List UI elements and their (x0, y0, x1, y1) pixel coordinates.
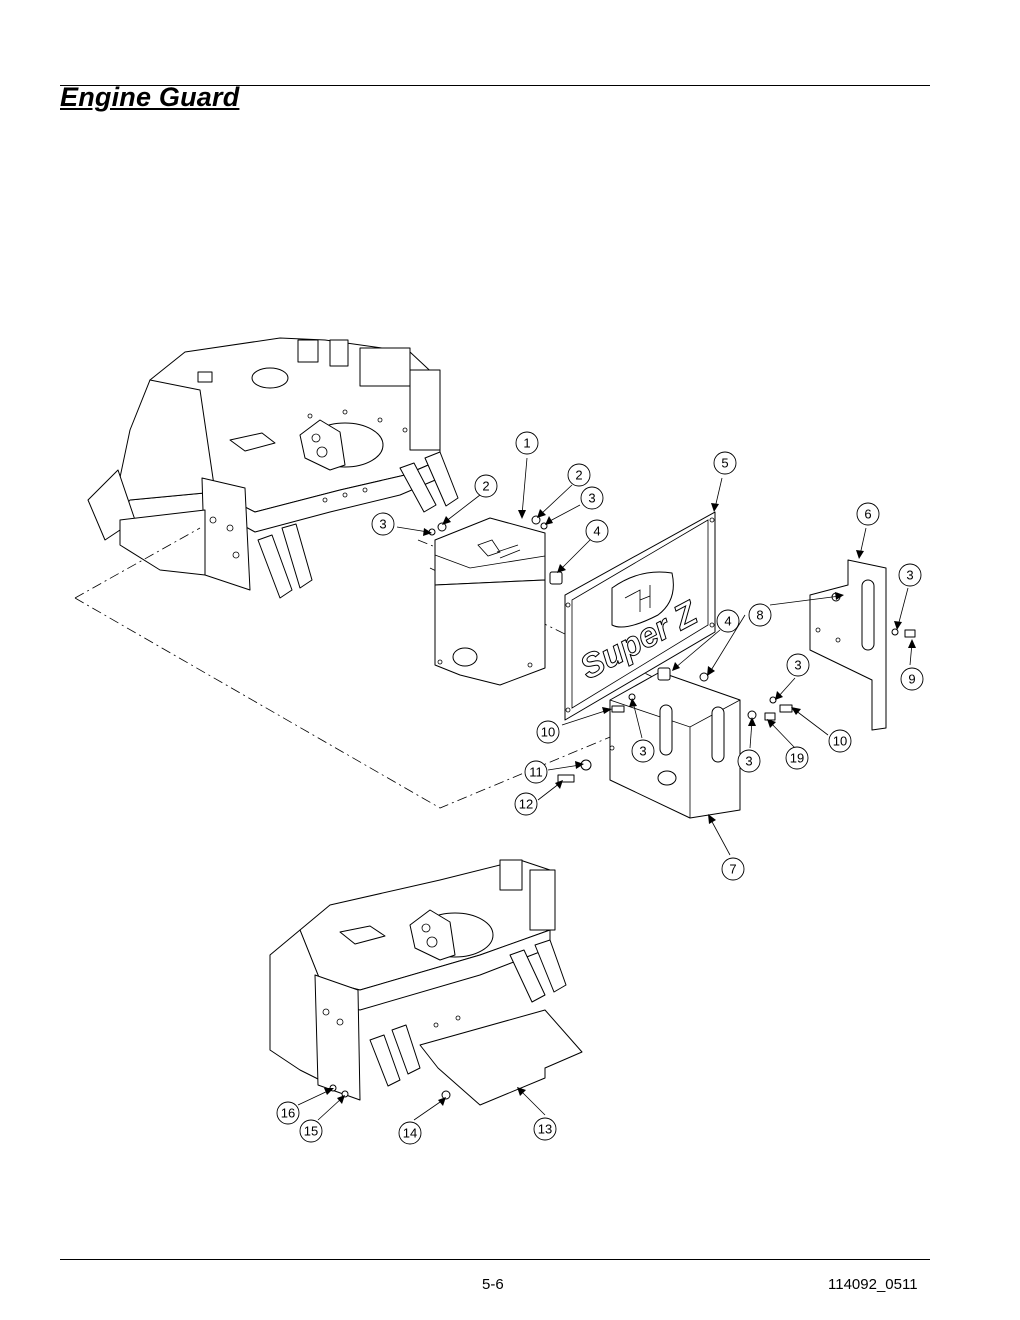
callout-5: 5 (713, 451, 737, 475)
callout-12: 12 (514, 792, 538, 816)
callout-3: 3 (737, 749, 761, 773)
footer-rule (60, 1259, 930, 1260)
svg-text:3: 3 (794, 658, 801, 673)
callout-2: 2 (474, 474, 498, 498)
svg-text:2: 2 (482, 479, 489, 494)
svg-text:16: 16 (281, 1106, 295, 1121)
svg-text:19: 19 (790, 751, 804, 766)
page-number: 5-6 (482, 1276, 504, 1293)
svg-text:9: 9 (908, 672, 915, 687)
callout-11: 11 (524, 760, 548, 784)
mower-frame-upper (87, 337, 459, 599)
part-engine-guard-box (434, 517, 546, 686)
svg-text:1: 1 (523, 436, 530, 451)
svg-text:4: 4 (593, 524, 600, 539)
svg-text:3: 3 (588, 491, 595, 506)
callout-6: 6 (856, 502, 880, 526)
svg-text:11: 11 (529, 765, 543, 780)
callout-3: 3 (631, 739, 655, 763)
callout-19: 19 (785, 746, 809, 770)
svg-text:3: 3 (379, 517, 386, 532)
svg-text:3: 3 (639, 744, 646, 759)
mower-frame-lower (269, 859, 583, 1106)
header-rule (60, 85, 930, 86)
part-side-bracket (809, 559, 887, 731)
svg-text:12: 12 (519, 797, 533, 812)
svg-text:7: 7 (729, 862, 736, 877)
callout-10: 10 (828, 729, 852, 753)
part-lower-guard (609, 671, 741, 819)
svg-text:14: 14 (403, 1126, 417, 1141)
svg-text:10: 10 (833, 734, 847, 749)
callout-3: 3 (371, 512, 395, 536)
hardware-upper (428, 515, 916, 783)
svg-text:2: 2 (575, 468, 582, 483)
callout-3: 3 (898, 563, 922, 587)
svg-text:4: 4 (724, 614, 731, 629)
callout-3: 3 (580, 486, 604, 510)
callout-8: 8 (748, 603, 772, 627)
callout-7: 7 (721, 857, 745, 881)
svg-text:3: 3 (745, 754, 752, 769)
svg-text:15: 15 (304, 1124, 318, 1139)
svg-text:5: 5 (721, 456, 728, 471)
svg-text:8: 8 (756, 608, 763, 623)
callout-1: 1 (515, 431, 539, 455)
document-number: 114092_0511 (828, 1276, 918, 1293)
callout-15: 15 (299, 1119, 323, 1143)
callout-4: 4 (716, 609, 740, 633)
svg-text:6: 6 (864, 507, 871, 522)
callout-2: 2 (567, 463, 591, 487)
svg-text:3: 3 (906, 568, 913, 583)
svg-text:10: 10 (541, 725, 555, 740)
callout-10: 10 (536, 720, 560, 744)
callout-3: 3 (786, 653, 810, 677)
leader-lines (297, 457, 916, 1121)
callout-13: 13 (533, 1117, 557, 1141)
callout-14: 14 (398, 1121, 422, 1145)
callout-4: 4 (585, 519, 609, 543)
callout-9: 9 (900, 667, 924, 691)
page-title: Engine Guard (60, 82, 240, 112)
callout-16: 16 (276, 1101, 300, 1125)
svg-text:13: 13 (538, 1122, 552, 1137)
